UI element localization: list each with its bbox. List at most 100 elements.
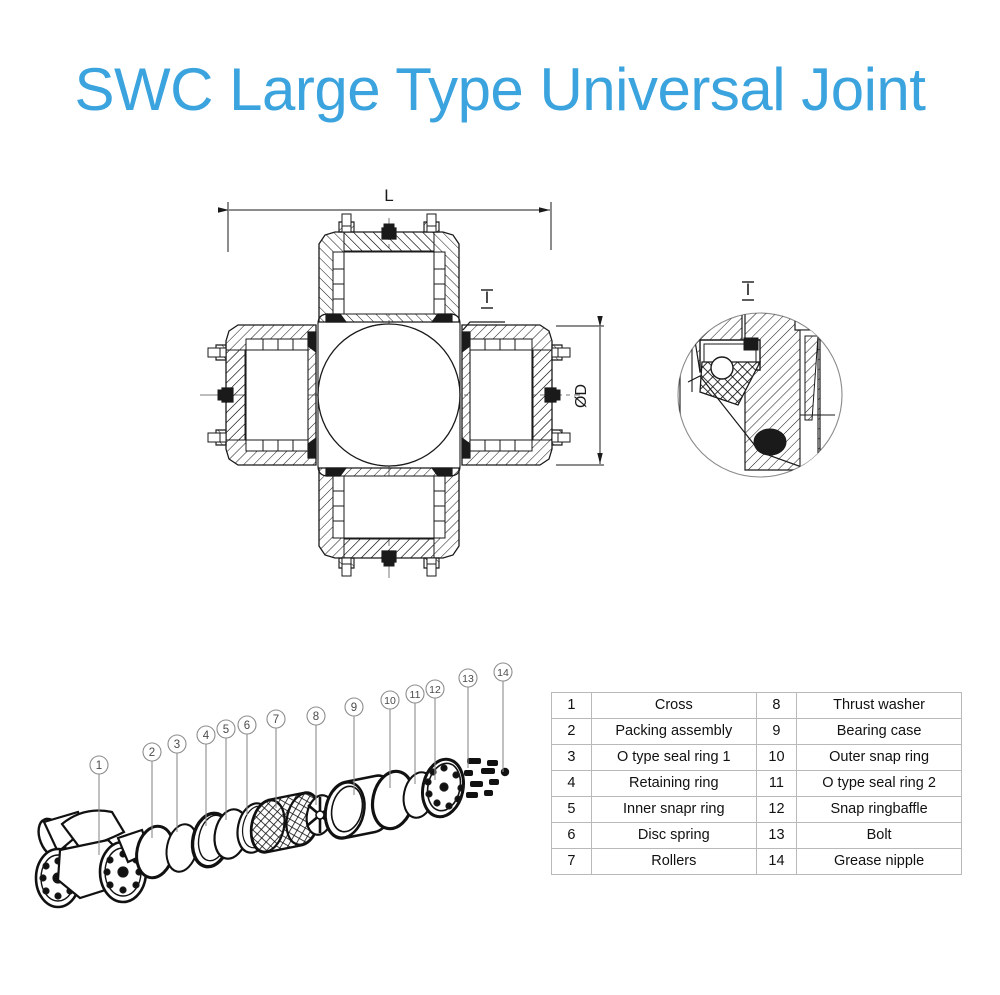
callout-number: 5: [223, 724, 229, 736]
callout-9: 9: [344, 697, 364, 795]
part-name: O type seal ring 1: [590, 744, 757, 771]
callout-balloon: [216, 719, 236, 739]
callout-1: 1: [89, 755, 109, 855]
part-name: Disc spring: [590, 822, 757, 849]
callout-number: 12: [429, 684, 441, 696]
part-number: 10: [755, 744, 798, 771]
callout-4: 4: [196, 725, 216, 826]
callout-10: 10: [380, 690, 400, 788]
callout-balloon: [237, 715, 257, 735]
callout-number: 1: [96, 760, 102, 772]
arm-top: [318, 213, 460, 323]
callout-8: 8: [306, 706, 326, 805]
part-number: 14: [755, 848, 798, 875]
part-grease-nipple: [500, 767, 510, 777]
callout-13: 13: [458, 668, 478, 768]
part-number: 4: [551, 770, 592, 797]
callout-number: 8: [313, 711, 319, 723]
detail-view-marker: I: [746, 280, 751, 299]
part-name: Cross: [590, 692, 757, 719]
callout-balloon: [167, 734, 187, 754]
arm-bottom: [318, 467, 460, 577]
callout-number: 4: [203, 730, 210, 742]
part-number: 5: [551, 796, 592, 823]
cross-section-assembly: [207, 213, 571, 577]
callout-7: 7: [266, 709, 286, 808]
cross-body-circle: [317, 323, 461, 467]
callout-number: 9: [351, 702, 357, 714]
part-number: 9: [755, 718, 798, 745]
part-number: 12: [755, 796, 798, 823]
callout-balloon: [405, 684, 425, 704]
detail-marker-main: I: [485, 288, 490, 307]
callout-balloon: [89, 755, 109, 775]
callout-14: 14: [493, 662, 513, 772]
part-name: Outer snap ring: [796, 744, 962, 771]
callout-balloon: [142, 742, 162, 762]
callout-3: 3: [167, 734, 187, 832]
part-number: 6: [551, 822, 592, 849]
arm-left: [207, 324, 317, 466]
drawing-text-labels: L ØD I I: [384, 186, 754, 408]
exploded-view-group: [34, 757, 510, 909]
callout-balloon: [196, 725, 216, 745]
part-bolts: [464, 758, 499, 798]
callout-number: 2: [149, 747, 155, 759]
callout-number: 7: [273, 714, 279, 726]
dim-label-OD: ØD: [573, 384, 590, 408]
callout-12: 12: [425, 679, 445, 780]
part-name: Snap ringbaffle: [796, 796, 962, 823]
dimension-OD: [556, 316, 604, 466]
part-name: Thrust washer: [796, 692, 962, 719]
part-number: 7: [551, 848, 592, 875]
callout-balloon: [266, 709, 286, 729]
callout-6: 6: [237, 715, 257, 815]
arm-right: [461, 324, 571, 466]
callout-5: 5: [216, 719, 236, 820]
part-number: 8: [755, 692, 798, 719]
part-number: 1: [551, 692, 592, 719]
callout-number: 13: [462, 673, 474, 685]
part-number: 3: [551, 744, 592, 771]
part-name: Bearing case: [796, 718, 962, 745]
callout-number: 6: [244, 720, 250, 732]
part-number: 2: [551, 718, 592, 745]
page-title: SWC Large Type Universal Joint: [74, 56, 926, 123]
callout-2: 2: [142, 742, 162, 838]
detail-leader-main: [462, 321, 505, 331]
part-name: O type seal ring 2: [796, 770, 962, 797]
part-name: Rollers: [590, 848, 757, 875]
callout-balloon: [380, 690, 400, 710]
callout-balloon: [344, 697, 364, 717]
callout-balloon: [306, 706, 326, 726]
callout-balloon: [425, 679, 445, 699]
part-rollers: [249, 791, 322, 854]
callout-balloon: [493, 662, 513, 682]
dimension-L: [218, 202, 552, 252]
part-name: Packing assembly: [590, 718, 757, 745]
part-number: 13: [755, 822, 798, 849]
callout-number: 10: [384, 695, 396, 707]
callout-number: 3: [174, 739, 180, 751]
detail-view-circle: [677, 312, 843, 478]
dim-label-L: L: [384, 186, 393, 205]
part-name: Grease nipple: [796, 848, 962, 875]
part-cross-body: [34, 809, 152, 909]
callout-balloon: [458, 668, 478, 688]
callout-number: 11: [410, 689, 421, 701]
part-name: Bolt: [796, 822, 962, 849]
callout-11: 11: [405, 684, 425, 784]
part-number: 11: [755, 770, 798, 797]
part-name: Inner snapr ring: [590, 796, 757, 823]
callout-number: 14: [497, 667, 509, 679]
